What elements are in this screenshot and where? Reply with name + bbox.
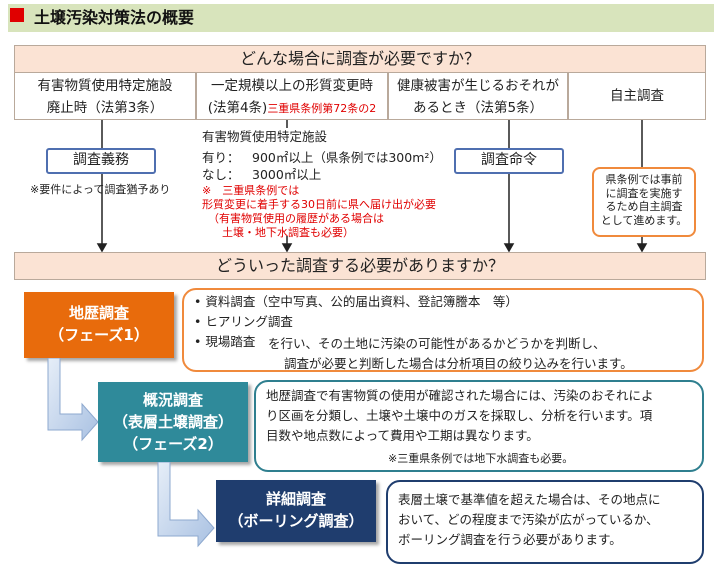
phase1-subtitle: （フェーズ1） bbox=[49, 326, 149, 344]
phase2-box: 概況調査 （表層土壌調査） （フェーズ2） bbox=[98, 382, 248, 462]
case-line2: (法第4条) bbox=[207, 100, 268, 116]
phase2-subtitle: （表層土壌調査） bbox=[112, 413, 233, 431]
pref-note-line4: 土壌・地下水調査も必要） bbox=[222, 226, 354, 239]
phase3-description: 表層土壌で基準値を超えた場合は、その地点に おいて、どの程度まで汚染が広がってい… bbox=[386, 480, 704, 564]
obligation-box: 調査義務 bbox=[46, 148, 156, 174]
question-what-survey: どういった調査する必要がありますか？ bbox=[14, 252, 706, 280]
case-line1: 自主調査 bbox=[610, 88, 664, 104]
arrow-head bbox=[96, 243, 108, 253]
phase3-subtitle: （ボーリング調査） bbox=[228, 512, 364, 530]
page-title: 土壌汚染対策法の概要 bbox=[34, 8, 195, 27]
phase1-bullet: • 資料調査（空中写真、公的届出資料、登記簿謄本 等） bbox=[194, 294, 518, 309]
case-cell-health-risk: 健康被害が生じるおそれが あるとき（法第5条） bbox=[388, 72, 568, 120]
voluntary-line1: 県条例では事前 bbox=[605, 173, 683, 186]
case-cell-voluntary: 自主調査 bbox=[568, 72, 706, 120]
arrow-head bbox=[281, 243, 293, 253]
case-line2-pref-ordinance: 三重県条例第72条の2 bbox=[267, 102, 377, 115]
phase3-text1: 表層土壌で基準値を超えた場合は、その地点に bbox=[398, 492, 661, 507]
phase2-description: 地歴調査で有害物質の使用が確認された場合には、汚染のおそれによ り区画を分類し、… bbox=[254, 380, 704, 472]
obligation-note: ※要件によって調査猶予あり bbox=[30, 183, 171, 196]
arrow-head bbox=[503, 243, 515, 253]
arrow-head bbox=[636, 243, 648, 253]
case-line2: あるとき（法第5条） bbox=[412, 100, 544, 116]
facility-heading: 有害物質使用特定施設 bbox=[202, 129, 328, 144]
phase-arrow-2 bbox=[157, 462, 215, 548]
phase1-title: 地歴調査 bbox=[68, 304, 129, 322]
voluntary-line3: るため自主調査 bbox=[605, 200, 683, 213]
order-box: 調査命令 bbox=[454, 148, 564, 174]
case-cell-land-change: 一定規模以上の形質変更時 (法第4条)三重県条例第72条の2 bbox=[196, 72, 388, 120]
phase1-text2: 調査が必要と判断した場合は分析項目の絞り込みを行います。 bbox=[284, 356, 633, 371]
case-line1: 一定規模以上の形質変更時 bbox=[211, 78, 373, 94]
facility-with-value: 900㎡以上（県条例では300m²） bbox=[252, 150, 442, 165]
phase2-title: 概況調査 bbox=[142, 391, 203, 409]
phase3-text3: ボーリング調査を行う必要があります。 bbox=[398, 532, 622, 547]
facility-with-label: 有り： bbox=[202, 150, 240, 165]
facility-without-value: 3000㎡以上 bbox=[252, 167, 322, 182]
phase1-box: 地歴調査 （フェーズ1） bbox=[24, 292, 174, 358]
phase-arrow-1 bbox=[47, 358, 99, 442]
phase3-text2: おいて、どの程度まで汚染が広がっているか、 bbox=[398, 512, 659, 527]
phase3-title: 詳細調査 bbox=[265, 490, 326, 508]
phase1-bullet: • ヒアリング調査 bbox=[194, 314, 293, 329]
phase3-box: 詳細調査 （ボーリング調査） bbox=[216, 480, 376, 542]
phase2-note: ※三重県条例では地下水調査も必要。 bbox=[388, 452, 574, 465]
voluntary-line2: に調査を実施す bbox=[605, 186, 683, 200]
phase2-text3: 目数や地点数によって費用や工期は異なります。 bbox=[266, 428, 539, 443]
voluntary-note-box: 県条例では事前 に調査を実施す るため自主調査 として進めます。 bbox=[592, 167, 696, 237]
case-cell-facility-closure: 有害物質使用特定施設 廃止時（法第3条） bbox=[14, 72, 196, 120]
case-line1: 健康被害が生じるおそれが bbox=[397, 78, 559, 94]
phase1-bullet: • 現場踏査 bbox=[194, 334, 256, 349]
case-line1: 有害物質使用特定施設 bbox=[37, 78, 173, 94]
phase2-text1: 地歴調査で有害物質の使用が確認された場合には、汚染のおそれによ bbox=[266, 388, 654, 403]
phase2-phase-label: （フェーズ2） bbox=[123, 435, 223, 453]
voluntary-line4: として進めます。 bbox=[600, 213, 688, 227]
title-marker bbox=[10, 8, 24, 22]
pref-note-line2: 形質変更に着手する30日前に県へ届け出が必要 bbox=[202, 198, 436, 211]
facility-without-label: なし： bbox=[202, 167, 240, 182]
phase1-text1: を行い、その土地に汚染の可能性があるかどうかを判断し、 bbox=[268, 336, 606, 351]
phase1-description: • 資料調査（空中写真、公的届出資料、登記簿謄本 等） • ヒアリング調査 • … bbox=[182, 288, 704, 372]
title-bar bbox=[8, 4, 714, 32]
pref-note-line3: （有害物質使用の履歴がある場合は bbox=[208, 212, 384, 225]
pref-note-line1: ※ 三重県条例では bbox=[202, 184, 300, 197]
phase2-text2: り区画を分類し、土壌や土壌中のガスを採取し、分析を行います。項 bbox=[266, 408, 653, 423]
case-line2: 廃止時（法第3条） bbox=[46, 100, 164, 116]
